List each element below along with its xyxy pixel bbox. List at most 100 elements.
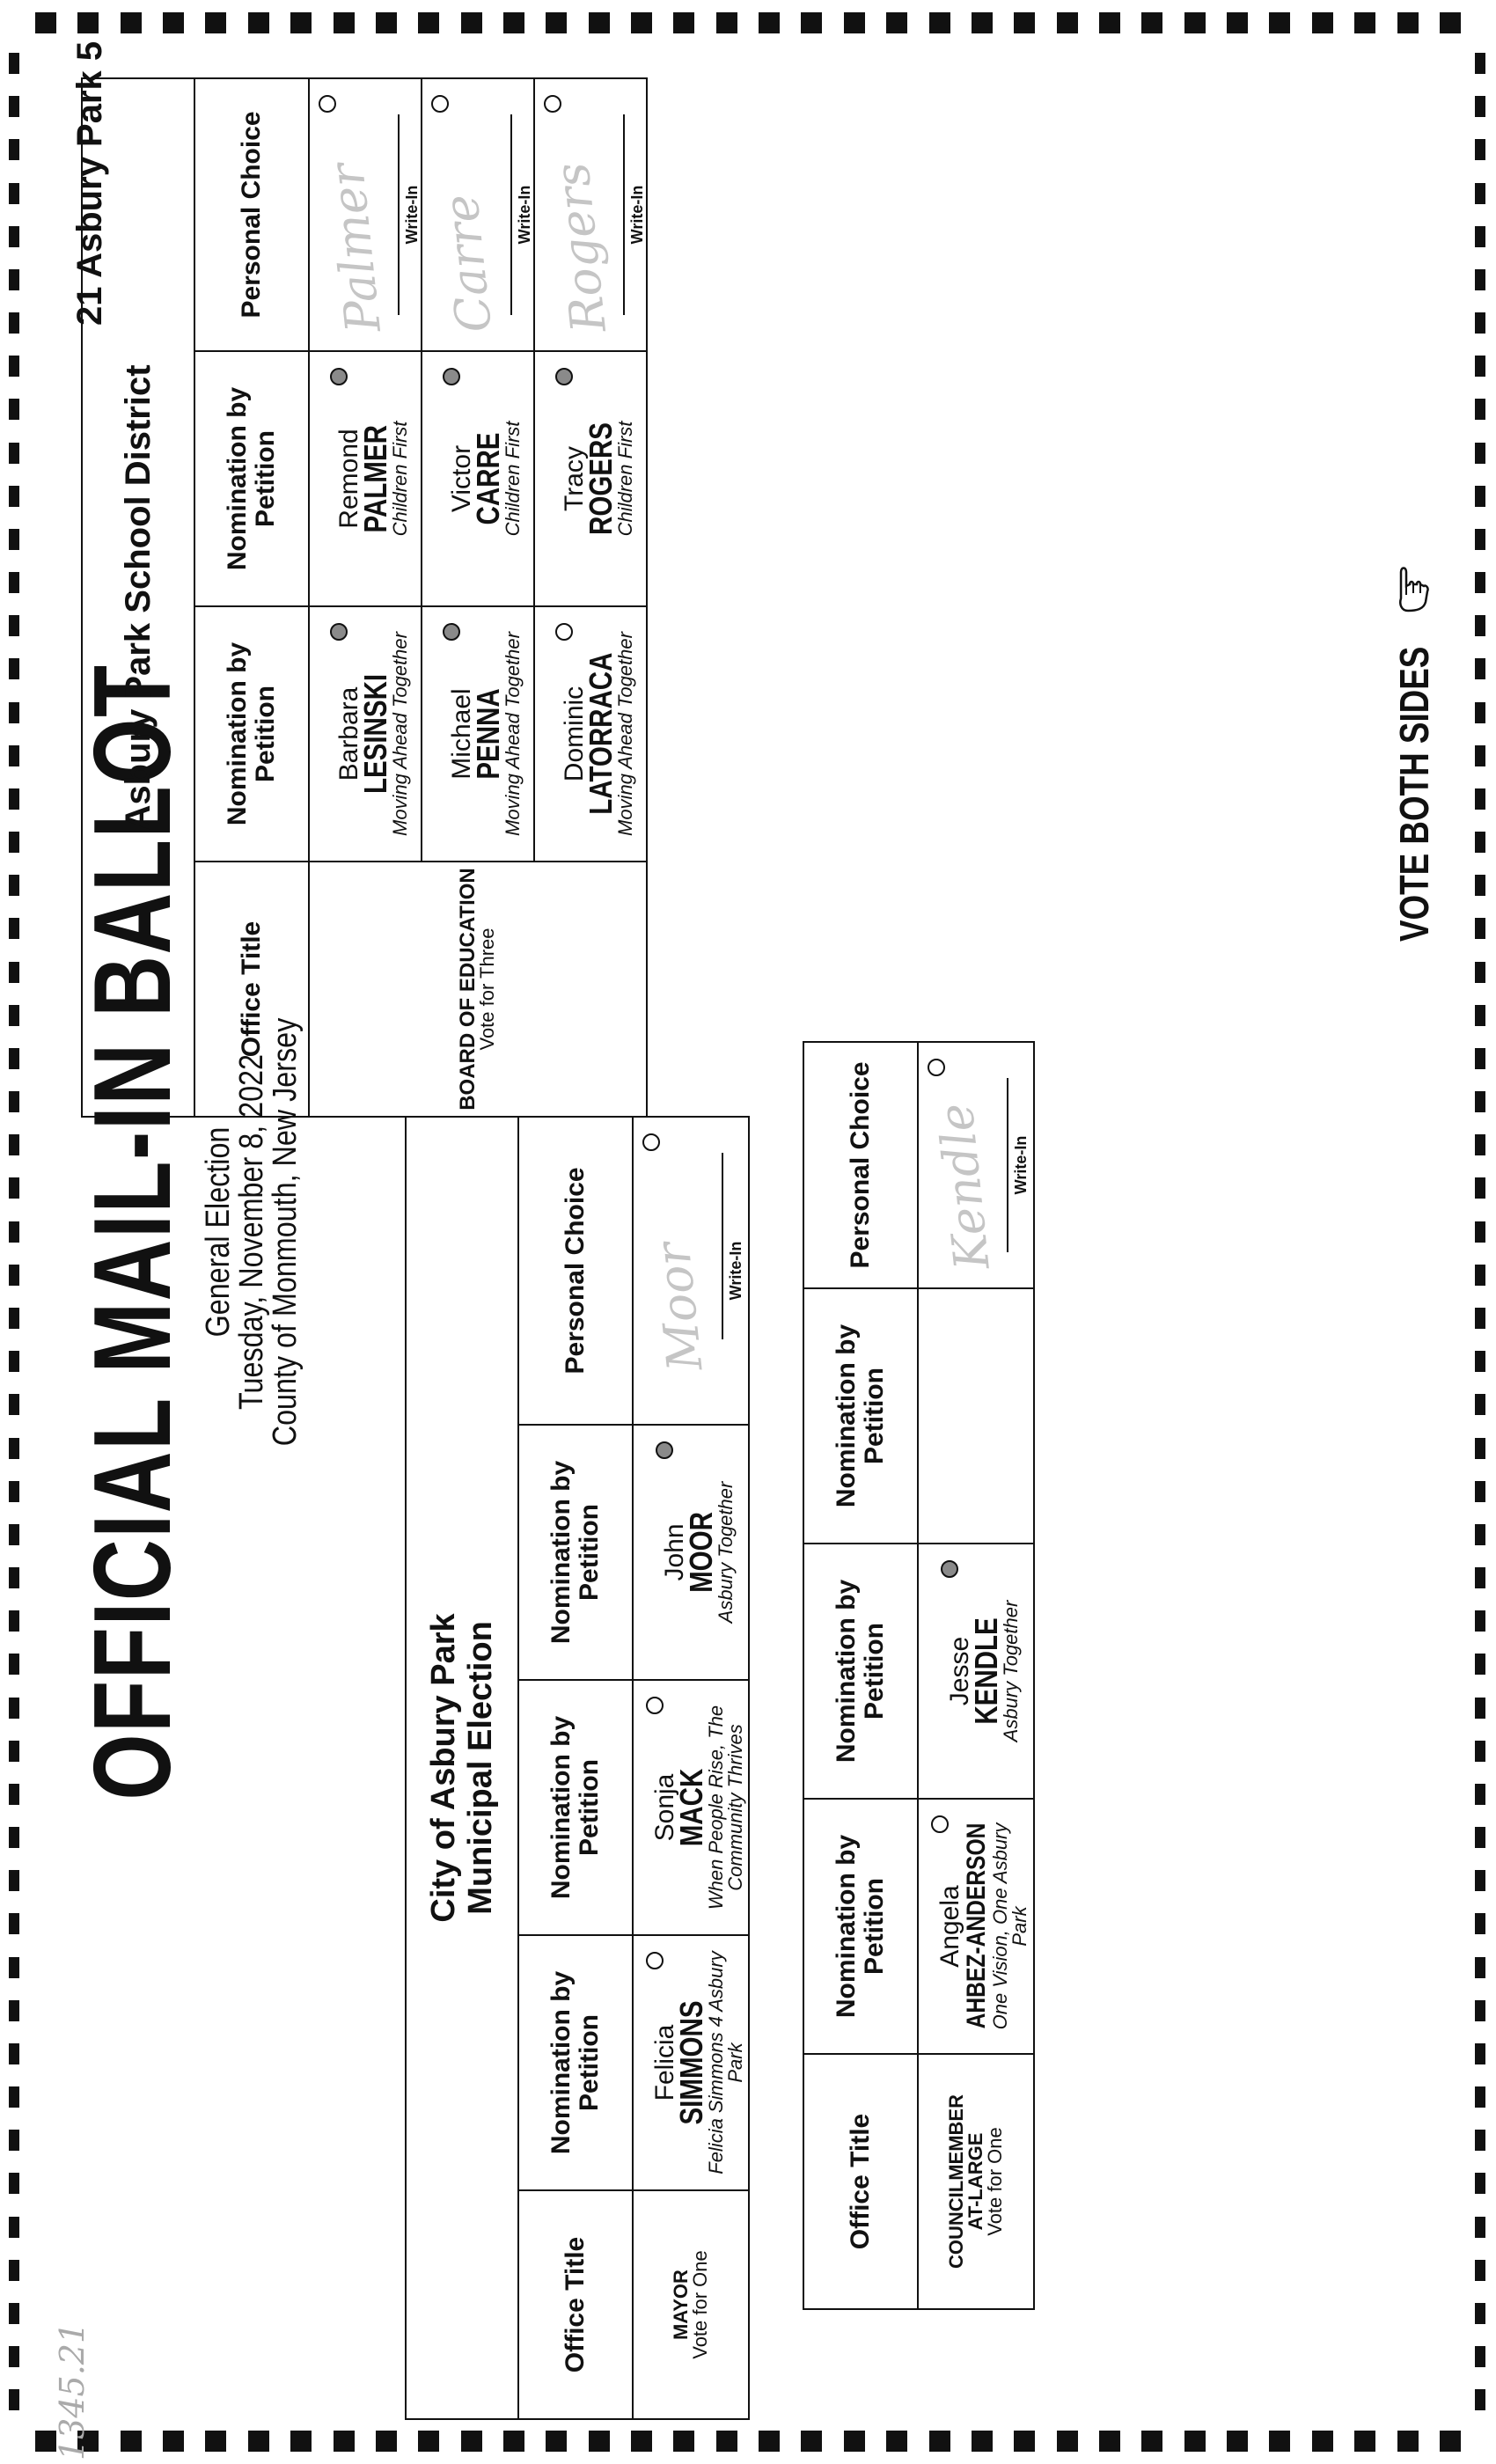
candidate-cell[interactable]: John MOOR Asbury Together [633,1425,749,1680]
write-in-cell[interactable]: Palmer Write-In [309,77,422,351]
blank-cell [918,1288,1034,1544]
vote-oval[interactable] [329,623,348,641]
candidate-slogan: Children First [388,421,411,537]
write-in-line [1007,1078,1008,1252]
candidate-cell[interactable]: Angela AHBEZ-ANDERSON One Vision, One As… [918,1799,1034,2054]
timing-mark [35,12,56,33]
write-in-cell[interactable]: Rogers Write-In [534,77,647,351]
write-in-label: Write-In [1012,1135,1030,1195]
vote-oval[interactable] [554,368,573,385]
municipal-heading-line1: City of Asbury Park [425,1613,462,1923]
candidate-cell[interactable]: Sonja MACK When People Rise, The Communi… [633,1680,749,1935]
timing-mark [631,12,653,33]
timing-mark [9,1177,19,1199]
timing-mark [9,1480,19,1502]
timing-mark [1475,225,1485,247]
timing-mark [1475,1783,1485,1805]
candidate-cell[interactable]: Victor CARRE Children First [422,351,534,606]
timing-mark [9,1610,19,1632]
vote-oval[interactable] [645,1697,664,1714]
timing-mark [1475,788,1485,810]
candidate-slogan: Moving Ahead Together [501,632,524,836]
timing-mark [1475,2130,1485,2152]
candidate-slogan: One Vision, One Asbury Park [989,1822,1030,2030]
timing-marks-bottom [0,2431,1496,2453]
timing-mark [9,442,19,464]
timing-marks-right [1475,0,1489,2464]
timing-mark [1354,12,1376,33]
timing-mark [163,12,185,33]
vote-oval[interactable] [642,1133,660,1151]
timing-mark [9,832,19,854]
timing-mark [9,2173,19,2195]
timing-mark [9,2042,19,2064]
vote-oval[interactable] [319,94,336,113]
timing-mark [9,1827,19,1849]
write-in-cell[interactable]: Carre Write-In [422,77,534,351]
timing-mark [759,2431,781,2452]
handwritten-write-in: Moor [644,1239,714,1374]
candidate-cell[interactable]: Dominic LATORRACA Moving Ahead Together [534,606,647,862]
timing-mark [1397,12,1419,33]
vote-oval[interactable] [645,1952,664,1969]
timing-mark [1311,12,1333,33]
timing-mark [1141,12,1163,33]
candidate-cell[interactable]: Tracy ROGERS Children First [534,351,647,606]
write-in-cell[interactable]: Moor Write-In [633,1116,749,1425]
timing-mark [1475,1264,1485,1286]
timing-mark [801,2431,823,2452]
timing-mark [9,875,19,897]
vote-oval[interactable] [431,94,449,113]
timing-mark [9,1654,19,1676]
handwritten-write-in: Rogers [544,160,617,335]
timing-mark [120,12,142,33]
candidate-cell[interactable]: Michael PENNA Moving Ahead Together [422,606,534,862]
handwritten-write-in: Kendle [928,1100,1001,1272]
candidate-cell[interactable]: Felicia SIMMONS Felicia Simmons 4 Asbury… [633,1935,749,2190]
handwritten-note: 1345.21 [53,2321,92,2460]
timing-marks-left [9,0,23,2464]
timing-mark [9,1394,19,1416]
timing-mark [1475,1221,1485,1243]
vote-oval[interactable] [931,1815,949,1833]
timing-mark [9,961,19,983]
timing-mark [1439,2431,1461,2452]
office-title-header: Office Title [518,2190,633,2419]
vote-oval[interactable] [329,368,348,385]
timing-mark [1475,1697,1485,1719]
candidate-cell[interactable]: Remond PALMER Children First [309,351,422,606]
timing-mark [163,2431,185,2452]
vote-oval[interactable] [442,623,460,641]
vote-oval[interactable] [442,368,460,385]
timing-mark [1475,615,1485,637]
vote-oval[interactable] [940,1560,958,1578]
office-councilmember: COUNCILMEMBER AT-LARGE Vote for One [918,2054,1034,2309]
vote-for: Vote for One [984,2127,1006,2236]
school-heading: Asbury Park School District [82,77,194,1117]
timing-mark [290,12,312,33]
timing-mark [9,268,19,290]
timing-mark [1475,312,1485,334]
timing-mark [1475,1091,1485,1113]
vote-oval[interactable] [554,623,573,641]
timing-mark [9,1351,19,1373]
candidate-cell[interactable]: Jesse KENDLE Asbury Together [918,1544,1034,1799]
timing-mark [9,96,19,118]
vote-for: Vote for One [689,2250,711,2359]
timing-mark [205,2431,227,2452]
personal-choice-header: Personal Choice [803,1042,918,1288]
timing-mark [9,1264,19,1286]
candidate-cell[interactable]: Barbara LESINSKI Moving Ahead Together [309,606,422,862]
vote-oval[interactable] [544,94,561,113]
timing-mark [290,2431,312,2452]
timing-mark [9,1783,19,1805]
vote-oval[interactable] [655,1441,673,1459]
timing-mark [928,12,950,33]
mayor-table: City of Asbury Park Municipal Election O… [405,1115,750,2420]
write-in-cell[interactable]: Kendle Write-In [918,1042,1034,1288]
timing-mark [1475,1437,1485,1459]
timing-mark [1475,1004,1485,1026]
vote-oval[interactable] [928,1059,945,1076]
timing-mark [1014,12,1036,33]
write-in-label: Write-In [727,1241,744,1301]
